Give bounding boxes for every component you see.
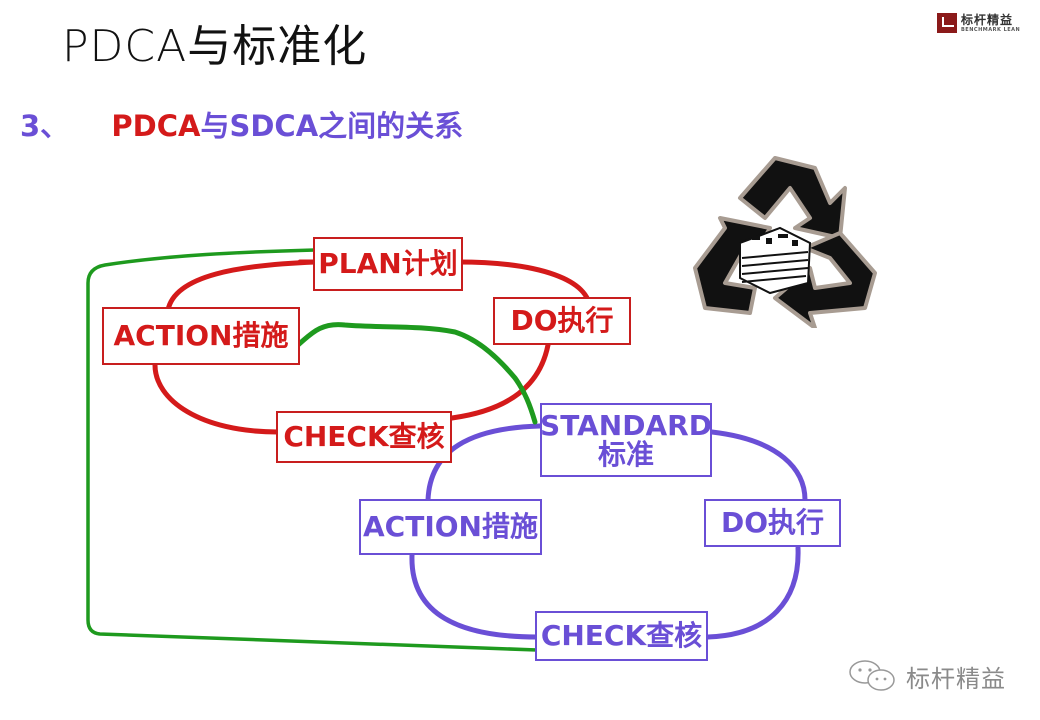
watermark-text: 标杆精益 — [906, 664, 1006, 693]
recycle-newspaper-icon — [693, 156, 877, 328]
watermark: 标杆精益 — [848, 656, 1006, 696]
pdca-do-node: DO执行 — [493, 297, 631, 345]
section-number: 3、 — [20, 109, 70, 143]
benchmark-lean-logo-icon — [937, 13, 957, 33]
subtitle-rest: 与SDCA之间的关系 — [200, 109, 464, 143]
sdca-action-node: ACTION措施 — [359, 499, 542, 555]
page-title: PDCA与标准化 — [62, 21, 368, 72]
pdca-check-node: CHECK查核 — [276, 411, 452, 463]
pdca-loop — [152, 259, 593, 435]
sdca-loop — [409, 423, 808, 640]
pdca-action-node: ACTION措施 — [102, 307, 300, 365]
logo-english: BENCHMARK LEAN — [961, 27, 1021, 33]
logo-name: 标杆精益 — [961, 13, 1014, 27]
action-to-standard-connector — [295, 322, 538, 425]
standard-label-cn: 标准 — [597, 438, 654, 471]
wechat-icon — [849, 660, 895, 691]
sdca-check-node: CHECK查核 — [535, 611, 708, 661]
sdca-do-node: DO执行 — [704, 499, 841, 547]
standard-label-en: STANDARD — [540, 408, 712, 442]
subtitle-pdca: PDCA — [111, 109, 201, 143]
sdca-standard-node: STANDARD 标准 — [540, 403, 712, 477]
pdca-plan-node: PLAN计划 — [313, 237, 463, 291]
check-to-plan-connector — [86, 248, 539, 652]
section-subtitle: 3、 PDCA与SDCA之间的关系 — [20, 103, 463, 145]
brand-logo: 标杆精益 BENCHMARK LEAN — [937, 11, 1037, 39]
